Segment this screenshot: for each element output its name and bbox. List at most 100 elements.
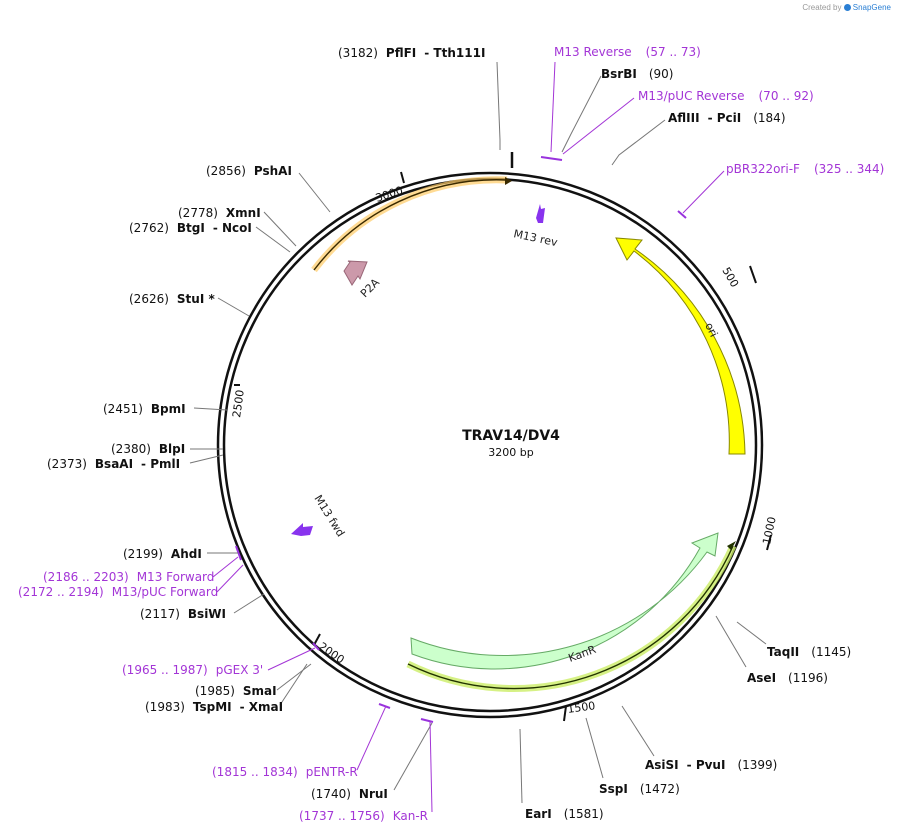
tick-1000	[766, 534, 772, 551]
orf-top-line	[313, 179, 508, 271]
leader-btgi	[255, 226, 291, 253]
leader-pentr-r	[356, 705, 387, 771]
primer-label-pentr-r: (1815 .. 1834)pENTR-R	[212, 765, 358, 779]
primer-label-kan-r: (1737 .. 1756)Kan-R	[299, 809, 428, 823]
plasmid-title-group: TRAV14/DV4 3200 bp	[462, 428, 560, 459]
leader-bsaai	[189, 454, 224, 464]
primer-label-pgex3: (1965 .. 1987)pGEX 3'	[122, 663, 263, 677]
primer-label-m13-puc-reverse: M13/pUC Reverse(70 .. 92)	[638, 89, 814, 103]
leader-bsrbi	[561, 75, 602, 153]
site-label-smai: (1985)SmaI	[195, 684, 277, 698]
primer-label-m13-puc-forward: (2172 .. 2194)M13/pUC Forward	[18, 585, 218, 599]
primer-marks	[235, 156, 687, 723]
site-label-bsrbi: BsrBI(90)	[601, 67, 673, 81]
site-label-bsaai: (2373)BsaAI- PmlI	[47, 457, 180, 471]
leader-m13-forward	[212, 556, 239, 578]
tick-3000	[400, 171, 405, 184]
primer-label-pbr322ori-f: pBR322ori-F(325 .. 344)	[726, 162, 884, 176]
snapgene-logo-icon	[843, 4, 851, 11]
credit-prefix: Created by	[802, 3, 842, 12]
credit-brand: SnapGene	[852, 3, 891, 12]
m13-fwd-label: M13 fwd	[311, 493, 347, 539]
orf-top-highlight	[311, 176, 508, 273]
leader-stui	[217, 297, 250, 317]
leader-tspmi	[279, 663, 308, 706]
plasmid-name: TRAV14/DV4	[462, 428, 560, 444]
leader-m13-puc-reverse	[562, 97, 635, 155]
backbone-outer-circle	[216, 171, 764, 719]
leader-sspi	[585, 717, 604, 779]
leader-smai	[276, 663, 312, 691]
primer-mark-m13-forward	[235, 545, 242, 561]
site-label-asei: AseI(1196)	[747, 671, 828, 685]
m13-rev-primer-arrow	[536, 204, 545, 223]
snapgene-credit: Created by SnapGene	[802, 3, 891, 12]
site-label-blpi: (2380)BlpI	[111, 442, 185, 456]
leader-asisi	[621, 705, 655, 757]
leader-asei	[715, 615, 747, 668]
primer-label-m13-reverse: M13 Reverse(57 .. 73)	[554, 45, 701, 59]
leader-taqii	[736, 621, 767, 645]
p2a-label: P2A	[358, 276, 382, 300]
ori-arrow	[615, 237, 746, 455]
primer-mark-kan-r	[420, 718, 434, 723]
site-label-sspi: SspI(1472)	[599, 782, 680, 796]
tick-label-500: 500	[719, 265, 741, 290]
leader-xmni	[263, 211, 297, 247]
site-label-bsiwi: (2117)BsiWI	[140, 607, 226, 621]
primer-mark-m13-reverse	[540, 156, 563, 161]
leader-kan-r	[429, 720, 433, 813]
leader-afliii	[611, 119, 666, 166]
site-label-bpmi: (2451)BpmI	[103, 402, 186, 416]
kanr-arrow	[410, 532, 719, 670]
site-label-afliii: AflIII- PciI(184)	[668, 111, 786, 125]
tick-label-2500: 2500	[230, 389, 247, 419]
tick-label-1500: 1500	[567, 699, 597, 716]
tick-2000	[313, 633, 321, 646]
plasmid-length: 3200 bp	[488, 446, 533, 459]
leader-pflfi	[496, 61, 501, 150]
site-label-taqii: TaqII(1145)	[767, 645, 851, 659]
site-label-xmni: (2778)XmnI	[178, 206, 261, 220]
tick-label-1000: 1000	[760, 516, 779, 546]
leader-pshai	[298, 172, 331, 213]
site-label-asisi: AsiSI- PvuI(1399)	[645, 758, 777, 772]
leader-nrui	[393, 722, 433, 791]
orf-top-arrowhead	[505, 177, 512, 185]
tick-label-2000: 2000	[316, 640, 346, 667]
primer-labels: M13 Reverse(57 .. 73) M13/pUC Reverse(70…	[18, 45, 884, 823]
orf-bottom-arrowhead	[727, 541, 736, 550]
site-label-ahdi: (2199)AhdI	[123, 547, 202, 561]
leader-eari	[519, 728, 523, 804]
leader-m13-reverse	[550, 61, 556, 153]
p2a-arrow	[343, 260, 368, 286]
primer-mark-pentr-r	[378, 703, 391, 709]
primer-mark-pgex3	[312, 642, 320, 651]
leader-bpmi	[193, 407, 228, 411]
leader-pbr322ori-f	[682, 170, 725, 214]
tick-500	[749, 265, 757, 284]
site-label-btgi: (2762)BtgI- NcoI	[129, 221, 252, 235]
site-label-pshai: (2856)PshAI	[206, 164, 292, 178]
primer-mark-pbr322ori	[677, 210, 687, 219]
orf-bottom-line	[407, 545, 734, 690]
site-label-eari: EarI(1581)	[525, 807, 604, 821]
primer-label-m13-forward: (2186 .. 2203)M13 Forward	[43, 570, 214, 584]
ori-label: ori	[702, 321, 720, 340]
leader-lines	[189, 61, 767, 813]
orf-arrows	[311, 176, 737, 692]
site-label-stui: (2626)StuI *	[129, 292, 215, 306]
site-label-pflfi: (3182)PflFI- Tth111I	[338, 46, 485, 60]
backbone-inner-circle	[222, 177, 758, 713]
m13-fwd-primer-arrow	[291, 523, 313, 536]
tick-1500	[563, 705, 567, 722]
site-labels: (3182)PflFI- Tth111I BsrBI(90) AflIII- P…	[47, 46, 851, 821]
leader-pgex3	[267, 647, 316, 671]
site-label-nrui: (1740)NruI	[311, 787, 388, 801]
leader-bsiwi	[233, 593, 265, 614]
feature-arrows: ori KanR P2A M13 rev M13 fwd	[291, 204, 746, 670]
leader-m13-puc-forward	[216, 564, 244, 593]
site-label-tspmi: (1983)TspMI- XmaI	[145, 700, 283, 714]
m13-rev-label: M13 rev	[512, 227, 559, 249]
